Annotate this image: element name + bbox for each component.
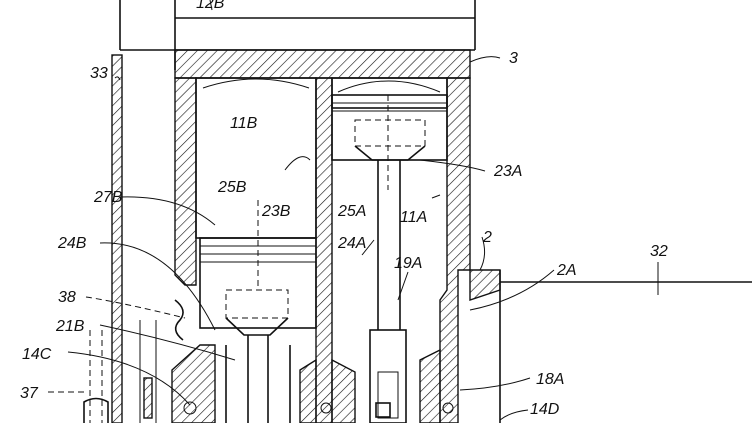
label-23B: 23B <box>261 203 291 220</box>
label-23A: 23A <box>493 163 522 180</box>
label-33: 33 <box>90 65 108 82</box>
box-32 <box>499 270 752 423</box>
label-11A: 11A <box>400 209 427 226</box>
cylinder-block <box>174 77 501 423</box>
piston-23A <box>331 94 448 190</box>
label-12B: 12B <box>196 0 225 12</box>
label-19A: 19A <box>394 255 422 272</box>
cylinder-11A <box>331 77 448 109</box>
label-18A: 18A <box>536 371 564 388</box>
cylinder-head <box>119 0 476 79</box>
shaft-38 <box>139 320 157 423</box>
label-14C: 14C <box>22 346 52 363</box>
connecting-rod-24A <box>369 160 407 423</box>
label-25A: 25A <box>337 203 366 220</box>
label-14D: 14D <box>530 401 560 418</box>
label-37: 37 <box>20 385 39 402</box>
label-11B: 11B <box>230 115 258 132</box>
piston-23B <box>199 200 317 336</box>
crankcase <box>171 299 454 423</box>
label-21B: 21B <box>55 318 85 335</box>
label-2A: 2A <box>556 262 577 279</box>
label-24B: 24B <box>57 235 87 252</box>
label-2: 2 <box>482 229 492 246</box>
label-24A: 24A <box>337 235 366 252</box>
connecting-rod-24B <box>225 335 291 423</box>
label-32: 32 <box>650 243 668 260</box>
label-25B: 25B <box>217 179 247 196</box>
label-38: 38 <box>58 289 76 306</box>
shaft-37 <box>83 330 109 423</box>
label-27B: 27B <box>93 189 123 206</box>
leader-lines <box>48 0 659 421</box>
outer-casing-33 <box>111 54 123 423</box>
label-3: 3 <box>509 50 518 67</box>
